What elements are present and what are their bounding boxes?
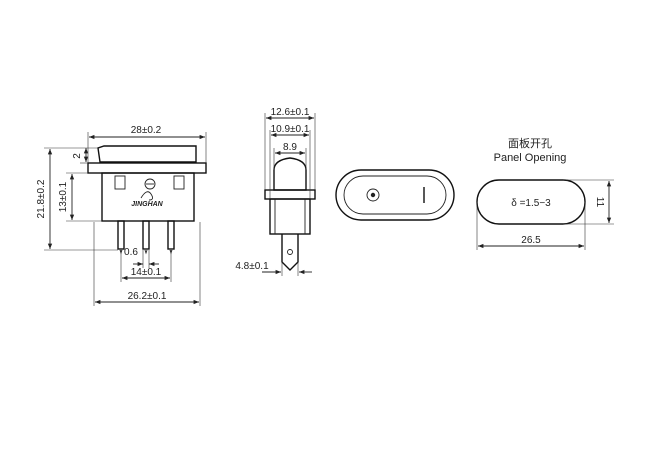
latch-right <box>173 175 185 190</box>
dim-width-rocker: 8.9 <box>283 142 297 153</box>
dim-rocker-offset: 2 <box>72 153 83 159</box>
dim-pin-width: 4.8±0.1 <box>235 261 269 272</box>
terminal-pins <box>117 220 175 255</box>
front-body <box>269 198 311 235</box>
dim-width-body: 10.9±0.1 <box>271 124 310 135</box>
dim-height-body: 13±0.1 <box>58 181 69 212</box>
dim-height-total: 21.8±0.2 <box>36 179 47 218</box>
panel-title-en: Panel Opening <box>494 152 567 164</box>
side-view: JINGHAN 28±0.2 21.8±0.2 13±0.1 2 <box>36 125 207 306</box>
switch-body <box>101 172 195 222</box>
panel-opening: 面板开孔 Panel Opening δ =1.5−3 11 26.5 <box>476 136 614 250</box>
off-symbol-icon <box>366 188 380 202</box>
top-outer-bezel <box>335 169 455 221</box>
panel-title-cn: 面板开孔 <box>508 136 552 150</box>
off-symbol-dot <box>370 192 376 198</box>
top-view <box>335 169 455 221</box>
switch-flange <box>87 162 207 174</box>
dim-pin-spacing: 14±0.1 <box>131 267 162 278</box>
brand-logo-text: JINGHAN <box>131 201 163 208</box>
latch-left <box>114 175 126 190</box>
front-pin <box>281 234 299 271</box>
front-view: 12.6±0.1 10.9±0.1 8.9 4.8±0.1 <box>235 107 316 276</box>
dim-width-top: 28±0.2 <box>131 125 162 136</box>
dim-width-bottom: 26.2±0.1 <box>128 291 167 302</box>
dim-panel-height: 11 <box>594 197 605 208</box>
dim-panel-width: 26.5 <box>521 235 541 246</box>
rocker-profile <box>97 145 197 163</box>
panel-thickness-label: δ =1.5−3 <box>511 198 551 209</box>
dim-width-outer: 12.6±0.1 <box>271 107 310 118</box>
pin-hole <box>287 249 293 255</box>
dim-pin-thickness: 0.6 <box>124 247 138 258</box>
brand-icon <box>140 191 154 201</box>
top-rocker <box>343 175 447 215</box>
front-flange <box>264 189 316 200</box>
front-rocker <box>273 157 307 191</box>
logo-mark <box>144 178 156 190</box>
